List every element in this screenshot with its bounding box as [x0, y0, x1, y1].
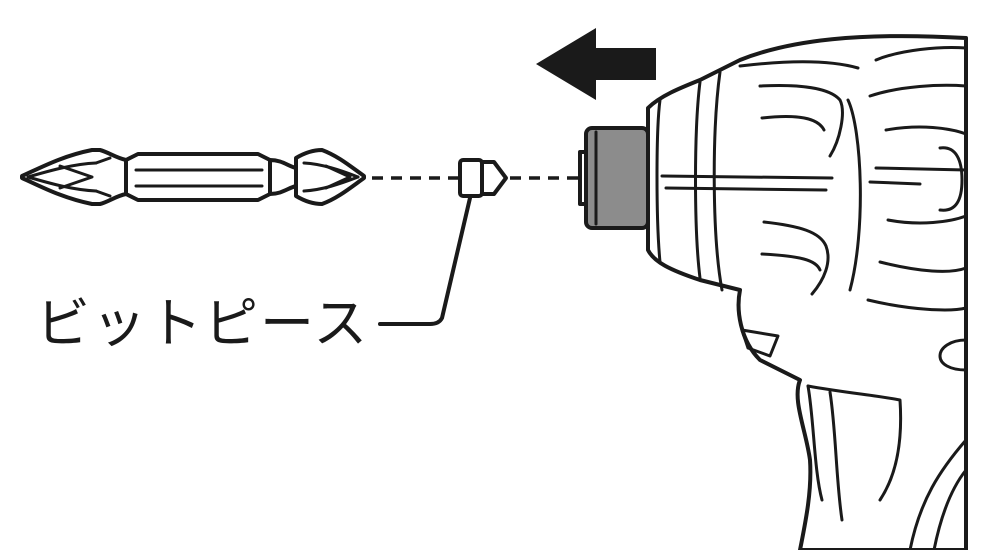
impact-driver-icon — [578, 34, 968, 550]
callout-leader-line — [378, 196, 472, 326]
bit-piece-icon — [458, 158, 508, 198]
driver-bit-icon — [20, 148, 366, 206]
bit-piece-label: ビットピース — [36, 292, 369, 355]
direction-arrow-icon — [536, 28, 656, 100]
